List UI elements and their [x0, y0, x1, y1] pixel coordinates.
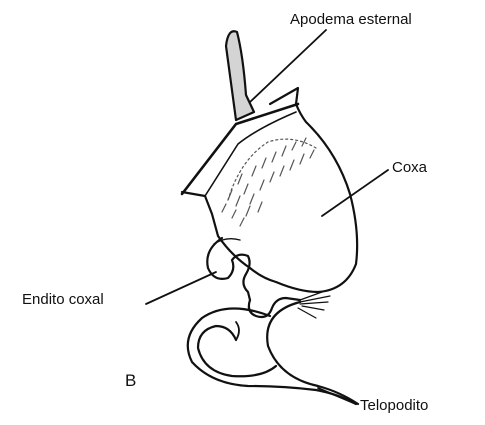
leader-apodema	[250, 30, 326, 102]
label-endito-coxal: Endito coxal	[22, 292, 104, 307]
bristles	[298, 292, 330, 318]
leader-coxa	[322, 170, 388, 216]
label-apodema-esternal: Apodema esternal	[290, 12, 412, 27]
telopodite-hook-tip	[236, 322, 239, 340]
coxal-endite-fold	[214, 239, 240, 244]
apodeme-tip-process	[270, 88, 298, 104]
label-telopodito: Telopodito	[360, 398, 428, 413]
leader-telopodito	[318, 388, 356, 404]
coxal-endite-shape	[207, 238, 250, 300]
label-coxa: Coxa	[392, 160, 427, 175]
telopodite-hook	[198, 326, 276, 376]
basal-segment	[249, 298, 300, 317]
sternal-apodeme-shape	[226, 31, 254, 120]
leader-endito	[146, 272, 216, 304]
panel-letter: B	[125, 372, 136, 389]
coxa-stipple	[222, 138, 316, 226]
